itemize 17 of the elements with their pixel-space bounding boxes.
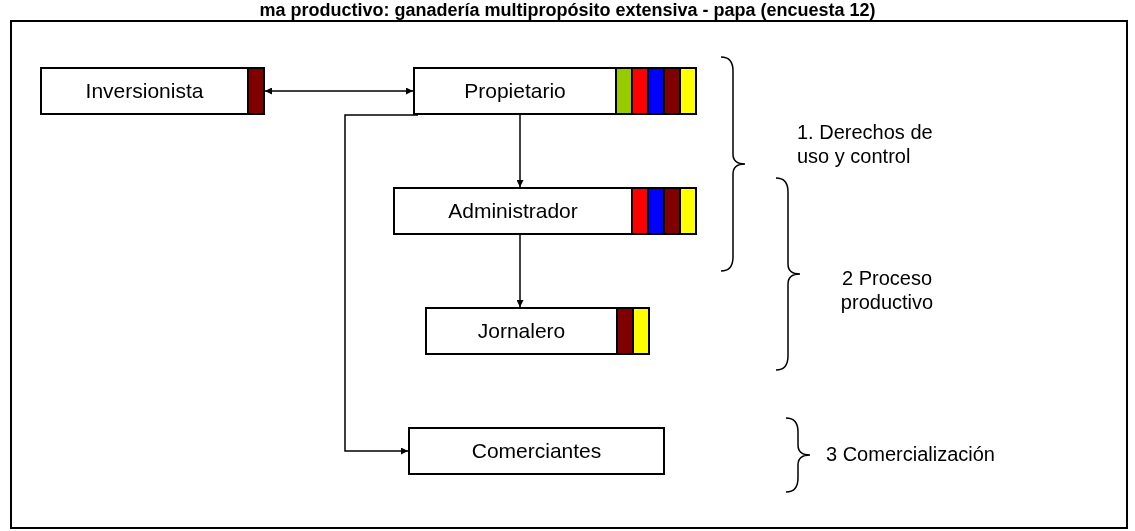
arrow (516, 234, 524, 308)
diagram-title: ma productivo: ganadería multipropósito extensiva - papa (encuesta 12) (258, 0, 877, 20)
role-label: Administrador (448, 197, 578, 224)
role-label: Jornalero (477, 317, 566, 344)
role-box (425, 307, 650, 355)
role-label: Inversionista (85, 77, 204, 104)
arrow (264, 87, 414, 95)
role-box (393, 187, 697, 235)
stage-label: 3 Comercialización (826, 442, 996, 466)
role-label: Propietario (464, 77, 566, 104)
stage-label: 1. Derechos de uso y control (797, 120, 934, 168)
role-label: Comerciantes (471, 437, 602, 464)
stage-label: 2 Proceso productivo (839, 266, 935, 314)
role-box (40, 67, 265, 115)
role-box (413, 67, 697, 115)
arrow (516, 114, 524, 188)
role-box (408, 427, 665, 475)
